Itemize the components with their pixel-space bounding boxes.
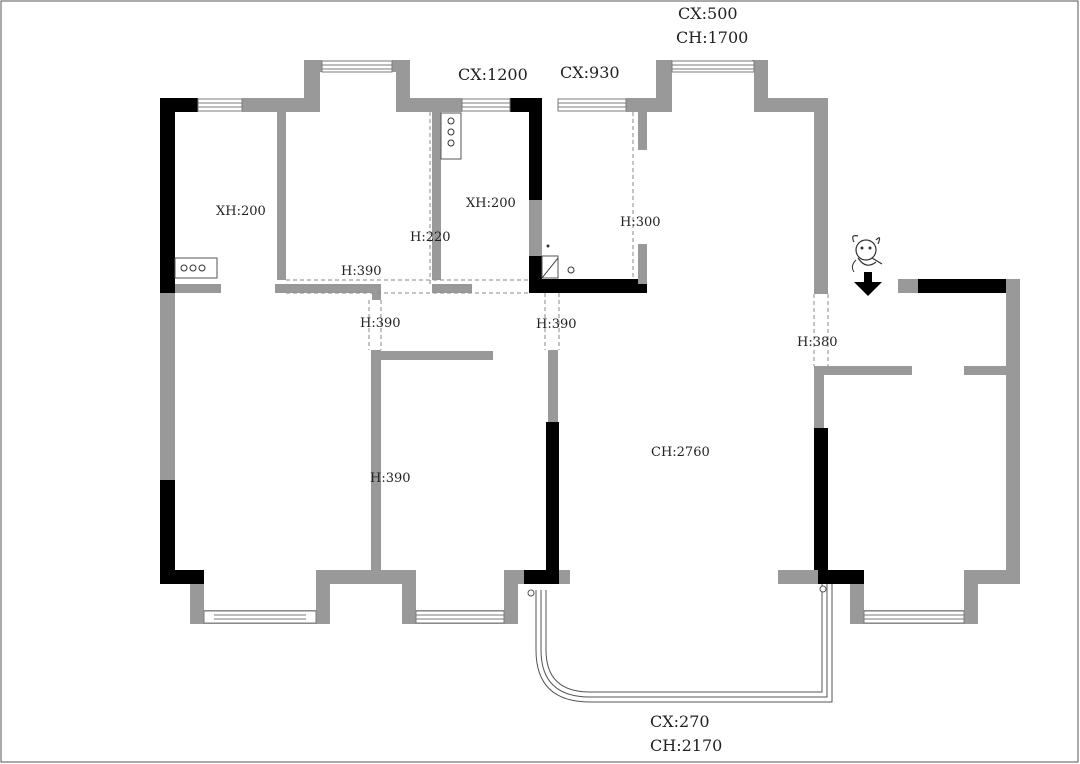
label-ch2170: CH:2170 xyxy=(650,736,722,755)
wall-bottom-a xyxy=(316,570,416,584)
label-cx930: CX:930 xyxy=(560,63,620,82)
label-cx500: CX:500 xyxy=(678,4,738,23)
wall-top-b xyxy=(396,98,462,112)
stove-bath-icon xyxy=(440,112,462,160)
balcony-railing xyxy=(527,584,833,703)
wall-bottom-corner xyxy=(160,570,204,584)
wall-bath-left xyxy=(432,112,441,280)
label-h300: H:300 xyxy=(620,215,661,230)
wall-room3-right-a xyxy=(638,112,647,150)
window-bay-bottom-mid xyxy=(415,610,505,624)
wall-br-bottom-black xyxy=(814,570,864,584)
wall-corridor-top-b xyxy=(432,284,472,293)
wall-br-left-black xyxy=(814,428,828,584)
window-bay-top-right xyxy=(671,60,755,73)
wall-left-mid xyxy=(160,293,175,480)
label-cx1200: CX:1200 xyxy=(458,65,528,84)
label-xh200-left: XH:200 xyxy=(216,204,266,219)
wall-bottom-b xyxy=(504,570,524,584)
wall-bedroom2-left xyxy=(371,350,381,572)
wall-top-a xyxy=(242,98,304,112)
wall-living-right xyxy=(814,98,828,294)
wall-bedroom2-top xyxy=(377,351,493,360)
wall-br-top-black xyxy=(918,279,1020,293)
label-h220: H:220 xyxy=(410,230,451,245)
bay-right-top-a xyxy=(656,60,672,72)
wall-left-upper xyxy=(160,98,175,293)
wall-room3-bottom xyxy=(529,279,647,293)
wall-kitchen-bottom xyxy=(175,284,221,293)
dimension-labels: CX:500 CH:1700 CX:1200 CX:930 XH:200 XH:… xyxy=(216,4,838,755)
label-ch2760: CH:2760 xyxy=(651,445,710,460)
label-h390-b: H:390 xyxy=(360,316,401,331)
label-h390-d: H:390 xyxy=(370,471,411,486)
down-arrow-icon xyxy=(854,272,882,296)
window-bay-bottom-left xyxy=(203,610,317,624)
wall-br-bottom-right xyxy=(964,570,1020,584)
wall-br-top-gray xyxy=(898,279,918,293)
bay-left-side-a xyxy=(304,60,320,112)
wall-top-c xyxy=(626,98,658,112)
wall-bedroom2-right-black xyxy=(546,422,559,584)
wall-br-left-upper xyxy=(814,366,824,428)
wall-bath-right-gray xyxy=(529,200,542,256)
mascot-entrance-icon xyxy=(851,235,883,273)
door-openings xyxy=(286,112,829,366)
wall-br-bottom-gray xyxy=(778,570,818,584)
label-xh200-mid: XH:200 xyxy=(466,196,516,211)
wall-top-corner xyxy=(160,98,198,112)
label-ch1700: CH:1700 xyxy=(676,28,748,47)
wall-bath-right-black xyxy=(529,98,542,200)
label-h390-c: H:390 xyxy=(536,317,577,332)
wall-br-inner-top-b xyxy=(964,366,1008,375)
wall-room3-right-b xyxy=(638,244,647,284)
windows xyxy=(197,60,965,624)
wall-bottom-c xyxy=(556,570,570,584)
fixtures xyxy=(174,112,575,279)
window-room3 xyxy=(557,98,627,112)
bay-right-side-a xyxy=(656,60,672,112)
bay-left-top-a xyxy=(304,60,322,72)
window-top-left xyxy=(197,98,243,112)
wall-bedroom1-right xyxy=(277,112,286,280)
wall-br-right xyxy=(1006,279,1020,584)
outer-walls xyxy=(160,60,1020,624)
wall-top-d xyxy=(754,98,828,112)
window-bay-top-left xyxy=(321,60,393,73)
label-h390-a: H:390 xyxy=(341,264,382,279)
label-cx270: CX:270 xyxy=(650,712,710,731)
label-h380: H:380 xyxy=(797,335,838,350)
window-bay-bottom-right xyxy=(863,610,965,624)
interior-walls xyxy=(175,98,647,584)
wall-bedroom2-right-gray xyxy=(548,350,558,422)
wall-br-inner-top-a xyxy=(814,366,912,375)
wall-corridor-stub xyxy=(372,290,381,300)
window-bath xyxy=(461,98,511,112)
wall-corridor-top-a xyxy=(275,284,381,293)
wall-left-lower xyxy=(160,480,175,584)
